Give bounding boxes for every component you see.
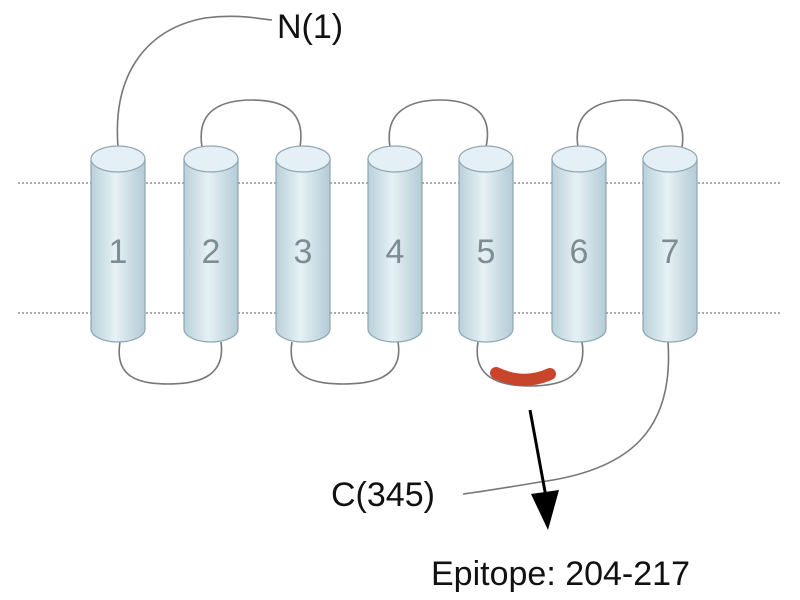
extracellular-loop-3 xyxy=(576,99,684,148)
helix-2: 2 xyxy=(183,145,239,343)
extracellular-loop-1 xyxy=(200,99,302,148)
helix-4: 4 xyxy=(367,145,423,343)
intracellular-loop-2 xyxy=(290,341,400,385)
helix-label-3: 3 xyxy=(294,233,313,271)
helix-1: 1 xyxy=(90,145,146,343)
helix-label-7: 7 xyxy=(661,233,680,271)
epitope-arrow-shaft xyxy=(528,409,548,498)
epitope-label: Epitope: 204-217 xyxy=(431,555,690,593)
helix-label-6: 6 xyxy=(570,233,589,271)
helix-5: 5 xyxy=(458,145,514,343)
epitope-highlight xyxy=(490,367,556,386)
n-terminus-label: N(1) xyxy=(277,8,343,46)
helix-label-5: 5 xyxy=(477,233,496,271)
intracellular-loop-3 xyxy=(476,341,584,387)
epitope-arrowhead xyxy=(531,490,559,530)
helix-6: 6 xyxy=(551,145,607,343)
helix-label-2: 2 xyxy=(202,233,221,271)
helix-label-4: 4 xyxy=(386,233,405,271)
helix-3: 3 xyxy=(275,145,331,343)
c-terminus-label: C(345) xyxy=(331,476,435,514)
helix-label-1: 1 xyxy=(109,233,128,271)
intracellular-loop-1 xyxy=(118,341,223,385)
extracellular-loop-2 xyxy=(388,99,489,148)
c-terminus-tail xyxy=(462,341,670,495)
helix-7: 7 xyxy=(642,145,698,343)
n-terminus-tail xyxy=(116,15,273,148)
